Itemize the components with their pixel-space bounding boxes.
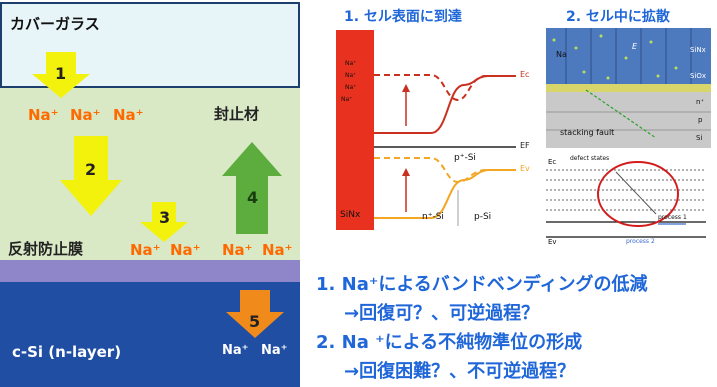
process2-label: process 2 — [626, 238, 655, 245]
encapsulant-label: 封止材 — [214, 105, 260, 123]
ec-dashed — [374, 74, 516, 102]
p-plus-si-label: p⁺-Si — [454, 153, 476, 163]
diffusion-title: 2. セル中に拡散 — [566, 9, 670, 25]
migration-arrows — [32, 52, 284, 338]
arrow-3 — [140, 202, 188, 242]
micro-si-label: Si — [696, 134, 703, 142]
arrow-5 — [226, 290, 284, 338]
na-ion: Na⁺ — [113, 106, 144, 124]
defect-ec-label: Ec — [548, 158, 557, 166]
stacking-fault-label: stacking fault — [560, 128, 615, 137]
ef-label: EF — [520, 141, 530, 150]
na-ion: Na⁺ — [261, 343, 288, 358]
sinx-block — [336, 30, 374, 230]
defect-circle — [597, 161, 679, 227]
micro-n-label: n⁺ — [696, 98, 705, 106]
p-si-label: p-Si — [474, 212, 492, 222]
band-diagram-svg — [336, 30, 516, 230]
band-na-label: Na⁺ — [341, 96, 353, 103]
arrow-2 — [60, 136, 122, 216]
ev-solid — [374, 169, 516, 219]
arc-layer — [0, 260, 300, 282]
band-na-label: Na⁺ — [345, 72, 357, 79]
micro-p-label: p — [698, 116, 703, 124]
cell-cross-section: カバーガラス 封止材 反射防止膜 c-Si (n-layer) 1 2 3 4 … — [0, 0, 300, 387]
band-diagram: Na⁺ Na⁺ Na⁺ Na⁺ SiNx Ec EF Ev p⁺-Si n⁺-S… — [336, 30, 531, 230]
sinx-label: SiNx — [340, 210, 361, 220]
defect-band-diagram: defect states Ec Ev process 1 process 2 — [546, 152, 711, 250]
arrow-number-3: 3 — [159, 208, 171, 227]
micro-sio-label: SiOx — [690, 72, 707, 80]
na-ion: Na⁺ — [262, 241, 293, 259]
ev-label: Ev — [520, 164, 530, 173]
conclusion-line-3: 2. Na ⁺による不純物準位の形成 — [316, 332, 583, 353]
arc-label: 反射防止膜 — [8, 240, 84, 258]
arrow-number-5: 5 — [249, 312, 261, 331]
arrow-number-4: 4 — [247, 188, 259, 207]
defect-states-label: defect states — [570, 155, 610, 162]
arrow-4 — [222, 142, 282, 234]
silicon-label: c-Si (n-layer) — [12, 343, 122, 361]
conclusion-line-4: →回復困難？、不可逆過程？ — [344, 361, 576, 382]
band-diagram-title: 1. セル表面に到達 — [344, 9, 462, 25]
micro-na-label: Na — [556, 50, 567, 59]
na-ion: Na⁺ — [222, 343, 249, 358]
diffusion-micrograph: Na E SiNx SiOx n⁺ p Si stacking fault — [546, 28, 711, 148]
micro-e-label: E — [632, 42, 638, 51]
ec-label: Ec — [520, 70, 530, 79]
arrow-number-1: 1 — [55, 64, 67, 83]
process1-label: process 1 — [658, 214, 687, 221]
na-ion: Na⁺ — [222, 241, 253, 259]
band-na-label: Na⁺ — [345, 84, 357, 91]
n-si-label: n⁺-Si — [422, 212, 444, 222]
ec-solid — [374, 75, 516, 134]
conclusion-line-2: →回復可？、可逆過程？ — [344, 303, 540, 324]
arrow-1 — [32, 52, 90, 98]
na-ion: Na⁺ — [28, 106, 59, 124]
cover-glass-label: カバーガラス — [10, 15, 100, 33]
na-ion: Na⁺ — [170, 241, 201, 259]
na-ion: Na⁺ — [70, 106, 101, 124]
conclusion-line-1: 1. Na⁺によるバンドベンディングの低減 — [316, 274, 648, 295]
defect-ev-label: Ev — [548, 238, 557, 246]
band-na-label: Na⁺ — [345, 60, 357, 67]
na-ion: Na⁺ — [130, 241, 161, 259]
arrow-number-2: 2 — [85, 160, 97, 179]
micro-sin-label: SiNx — [690, 46, 706, 54]
